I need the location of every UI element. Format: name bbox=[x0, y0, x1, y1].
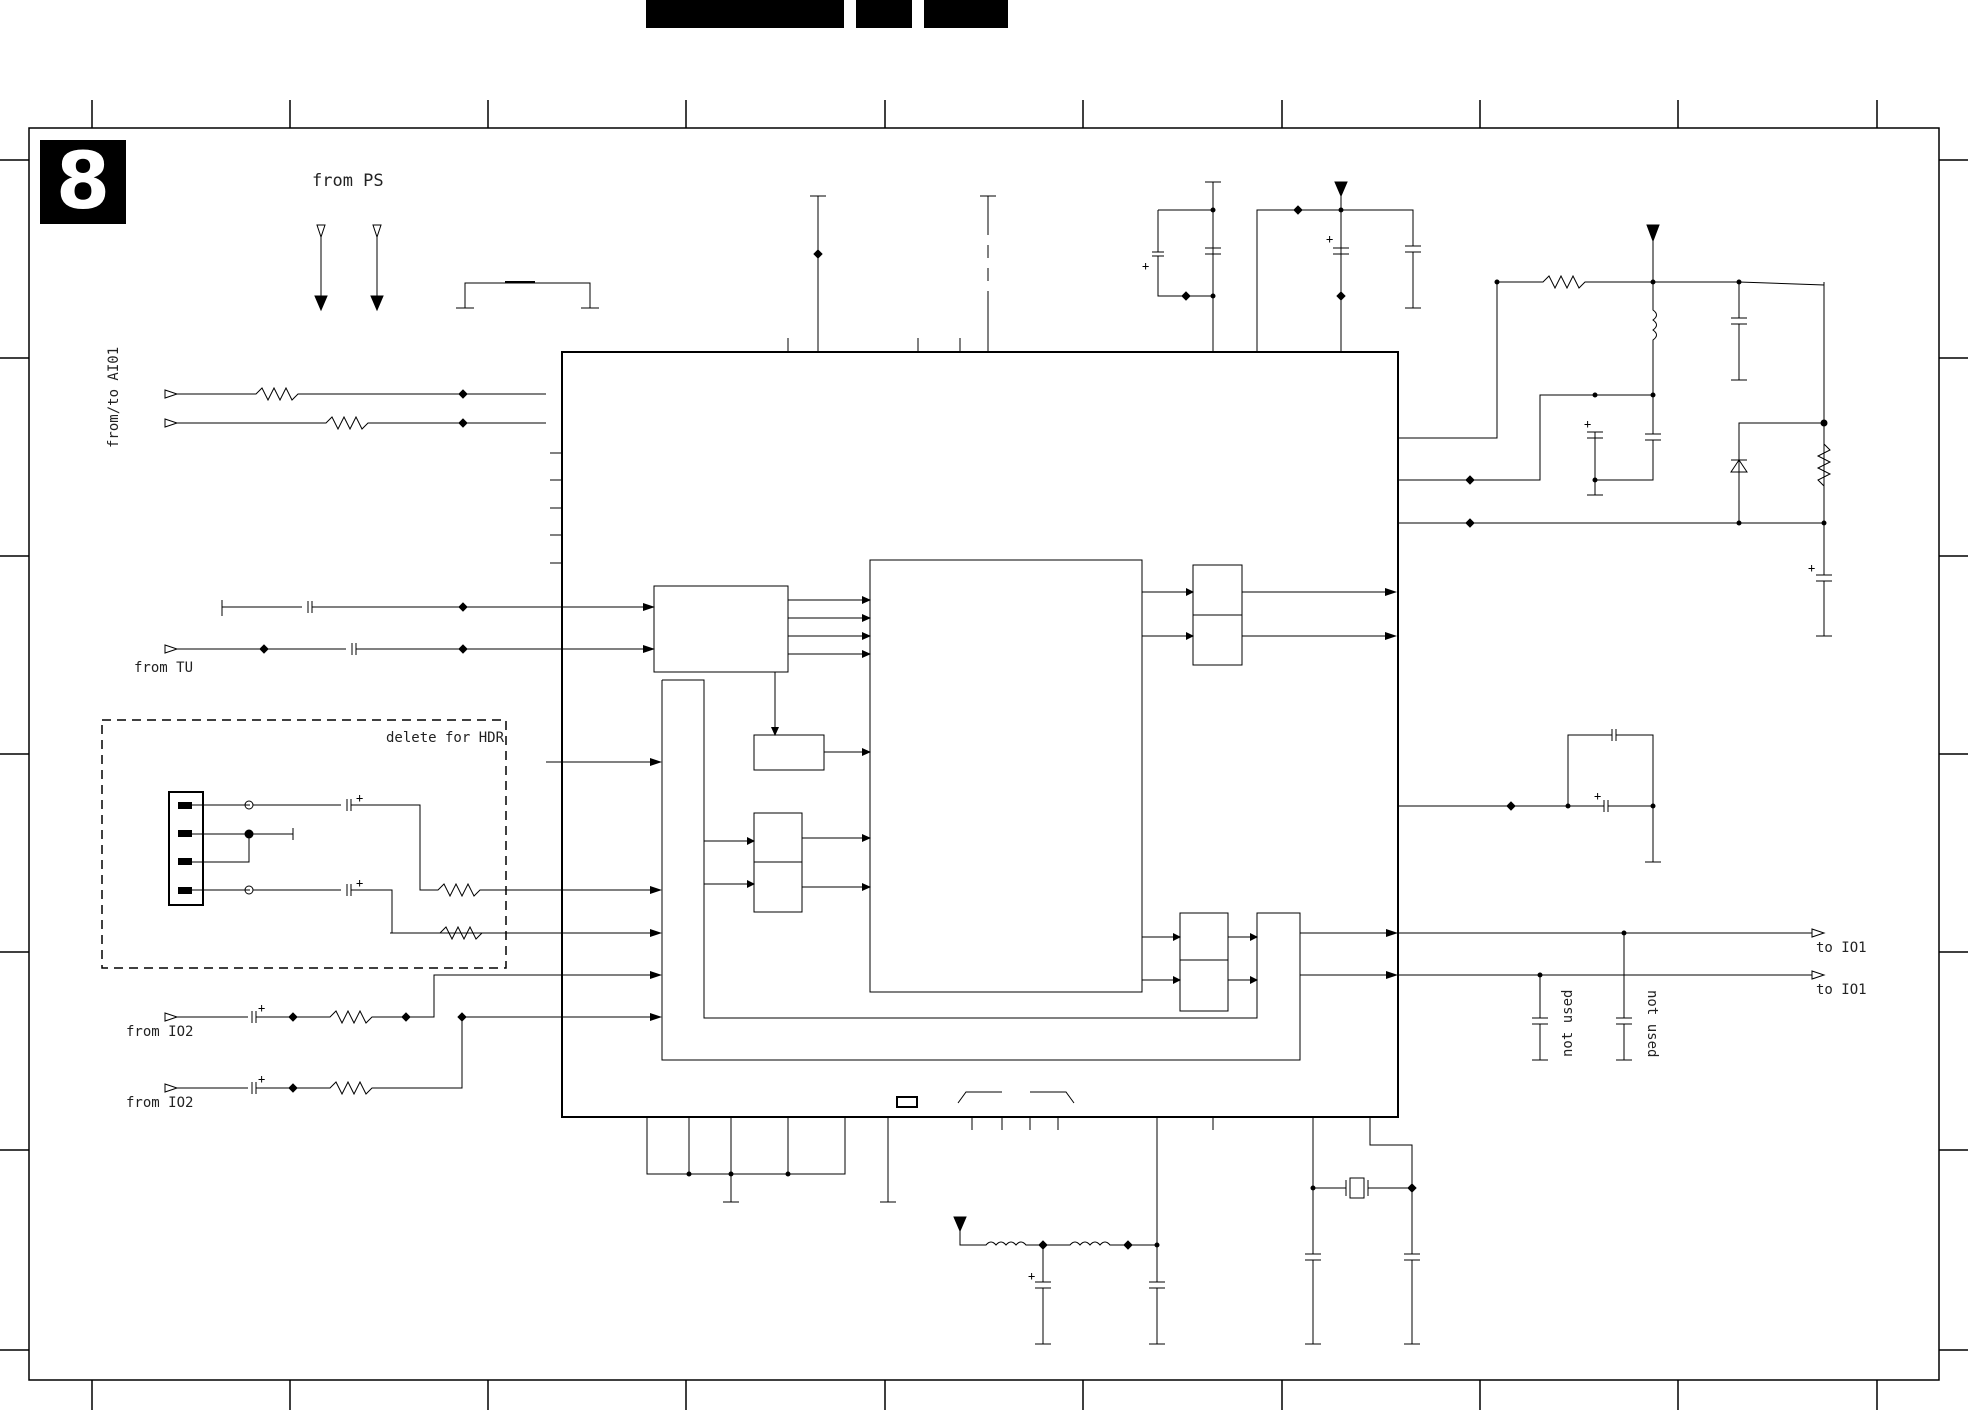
internal-block-out-b bbox=[1179, 912, 1229, 1012]
from-to-ai01-group: from/to AI01 bbox=[106, 347, 562, 564]
svg-text:+: + bbox=[258, 1072, 265, 1086]
top-supply-group: + + bbox=[787, 181, 1421, 352]
svg-text:+: + bbox=[1028, 1269, 1035, 1283]
to-io1-label-b: to IO1 bbox=[1816, 982, 1867, 998]
internal-block-core bbox=[869, 559, 1143, 993]
from-io2-label-b: from IO2 bbox=[126, 1095, 193, 1111]
delete-for-hdr-region: delete for HDR + + bbox=[101, 719, 546, 969]
from-ps-group: from PS bbox=[312, 171, 599, 312]
crystal-group bbox=[1305, 1117, 1420, 1345]
svg-text:+: + bbox=[1326, 232, 1333, 246]
internal-block-input-mux bbox=[653, 585, 789, 673]
bottom-ground-group bbox=[646, 1117, 1214, 1203]
not-used-label-b: not used bbox=[1644, 990, 1660, 1057]
not-used-label-a: not used bbox=[1560, 990, 1576, 1057]
sheet-frame bbox=[0, 100, 1968, 1410]
svg-text:+: + bbox=[258, 1001, 265, 1015]
from-ps-label: from PS bbox=[312, 171, 384, 191]
delete-for-hdr-label: delete for HDR bbox=[386, 730, 505, 746]
sheet-number-badge: 8 bbox=[40, 137, 126, 227]
to-io1-label-a: to IO1 bbox=[1816, 940, 1867, 956]
from-tu-group: from TU bbox=[134, 600, 546, 676]
sheet-number: 8 bbox=[56, 137, 110, 227]
from-to-ai01-label: from/to AI01 bbox=[106, 347, 122, 448]
svg-text:+: + bbox=[356, 791, 363, 805]
right-middle-rc: + bbox=[1398, 729, 1661, 863]
right-regulator-group: + + bbox=[1398, 224, 1832, 637]
svg-text:+: + bbox=[1142, 259, 1149, 273]
svg-text:+: + bbox=[1808, 561, 1815, 575]
main-ic bbox=[561, 351, 1399, 1118]
header-blocks bbox=[646, 0, 1008, 28]
from-io2-label-a: from IO2 bbox=[126, 1024, 193, 1040]
from-tu-label: from TU bbox=[134, 660, 193, 676]
internal-block-small bbox=[753, 734, 825, 771]
to-io1-group: to IO1 to IO1 not used not used bbox=[1398, 928, 1867, 1061]
bottom-lc-filter: + bbox=[953, 1117, 1165, 1345]
connector bbox=[168, 791, 204, 906]
ic-input-arrows bbox=[390, 603, 1398, 1021]
svg-text:+: + bbox=[356, 876, 363, 890]
svg-text:+: + bbox=[1594, 789, 1601, 803]
from-io2-group: + + from IO2 from IO2 bbox=[126, 974, 546, 1111]
svg-text:+: + bbox=[1584, 417, 1591, 431]
